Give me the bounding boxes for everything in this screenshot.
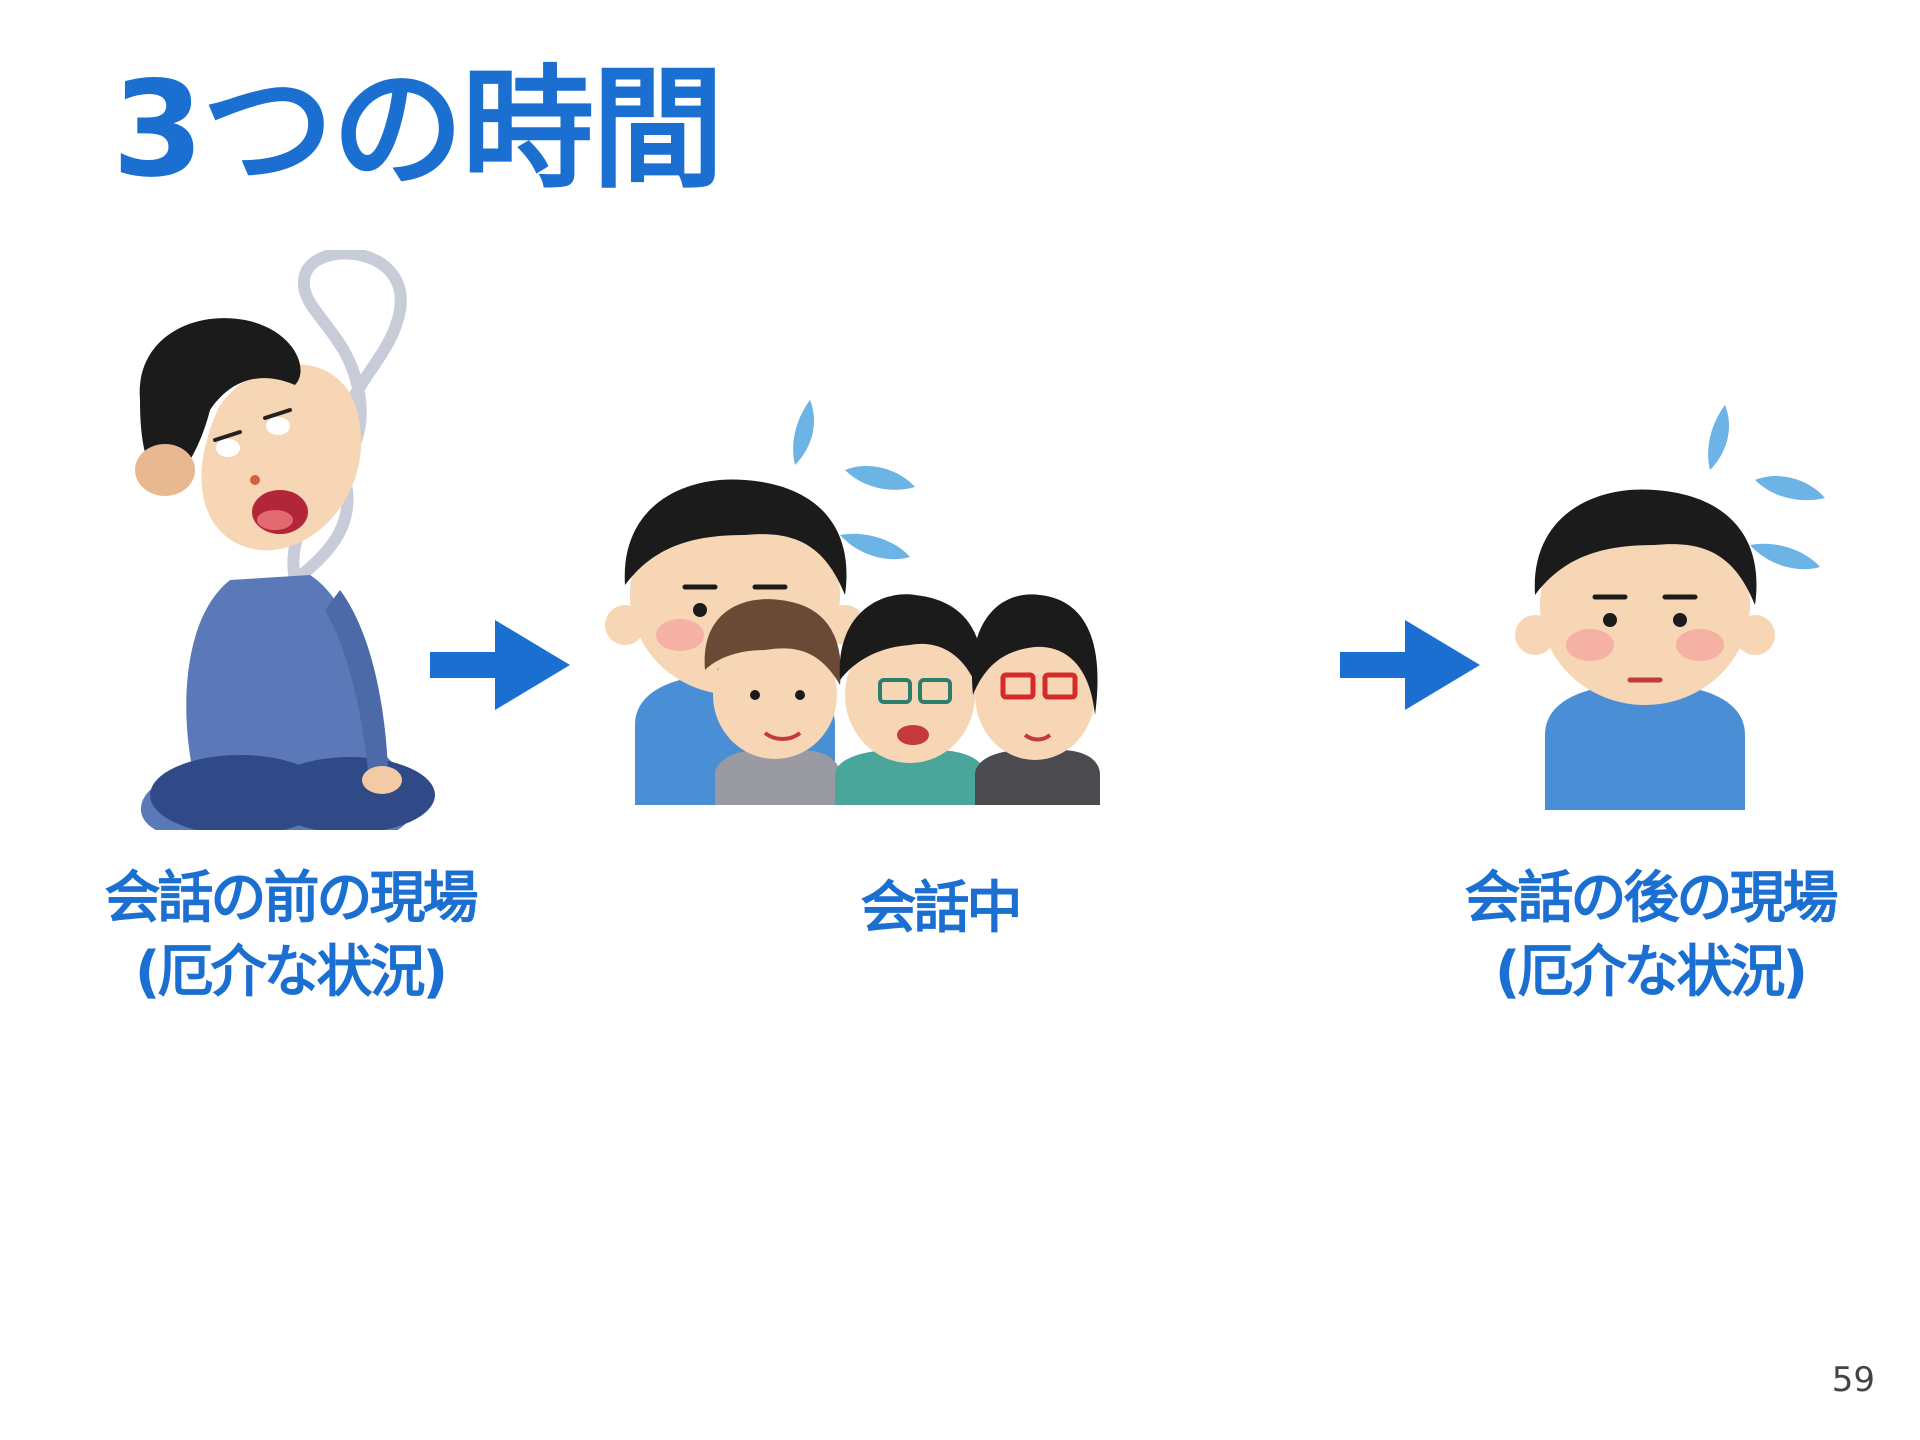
caption-line: (厄介な状況): [1440, 936, 1860, 1010]
caption-line: 会話の後の現場: [1440, 862, 1860, 936]
stage-caption-before: 会話の前の現場 (厄介な状況): [80, 862, 500, 1010]
right-arrow-icon: [430, 620, 570, 710]
page-number: 59: [1832, 1360, 1875, 1400]
conversation-group-illustration: [595, 395, 1315, 805]
caption-line: 会話中: [760, 872, 1120, 946]
right-arrow-icon: [1340, 620, 1480, 710]
nervous-man-illustration: [1500, 400, 1850, 810]
caption-line: (厄介な状況): [80, 936, 500, 1010]
stage-caption-after: 会話の後の現場 (厄介な状況): [1440, 862, 1860, 1010]
caption-line: 会話の前の現場: [80, 862, 500, 936]
slide-title: 3つの時間: [112, 58, 722, 203]
stage-caption-during: 会話中: [760, 872, 1120, 946]
exhausted-man-illustration: [120, 250, 450, 830]
